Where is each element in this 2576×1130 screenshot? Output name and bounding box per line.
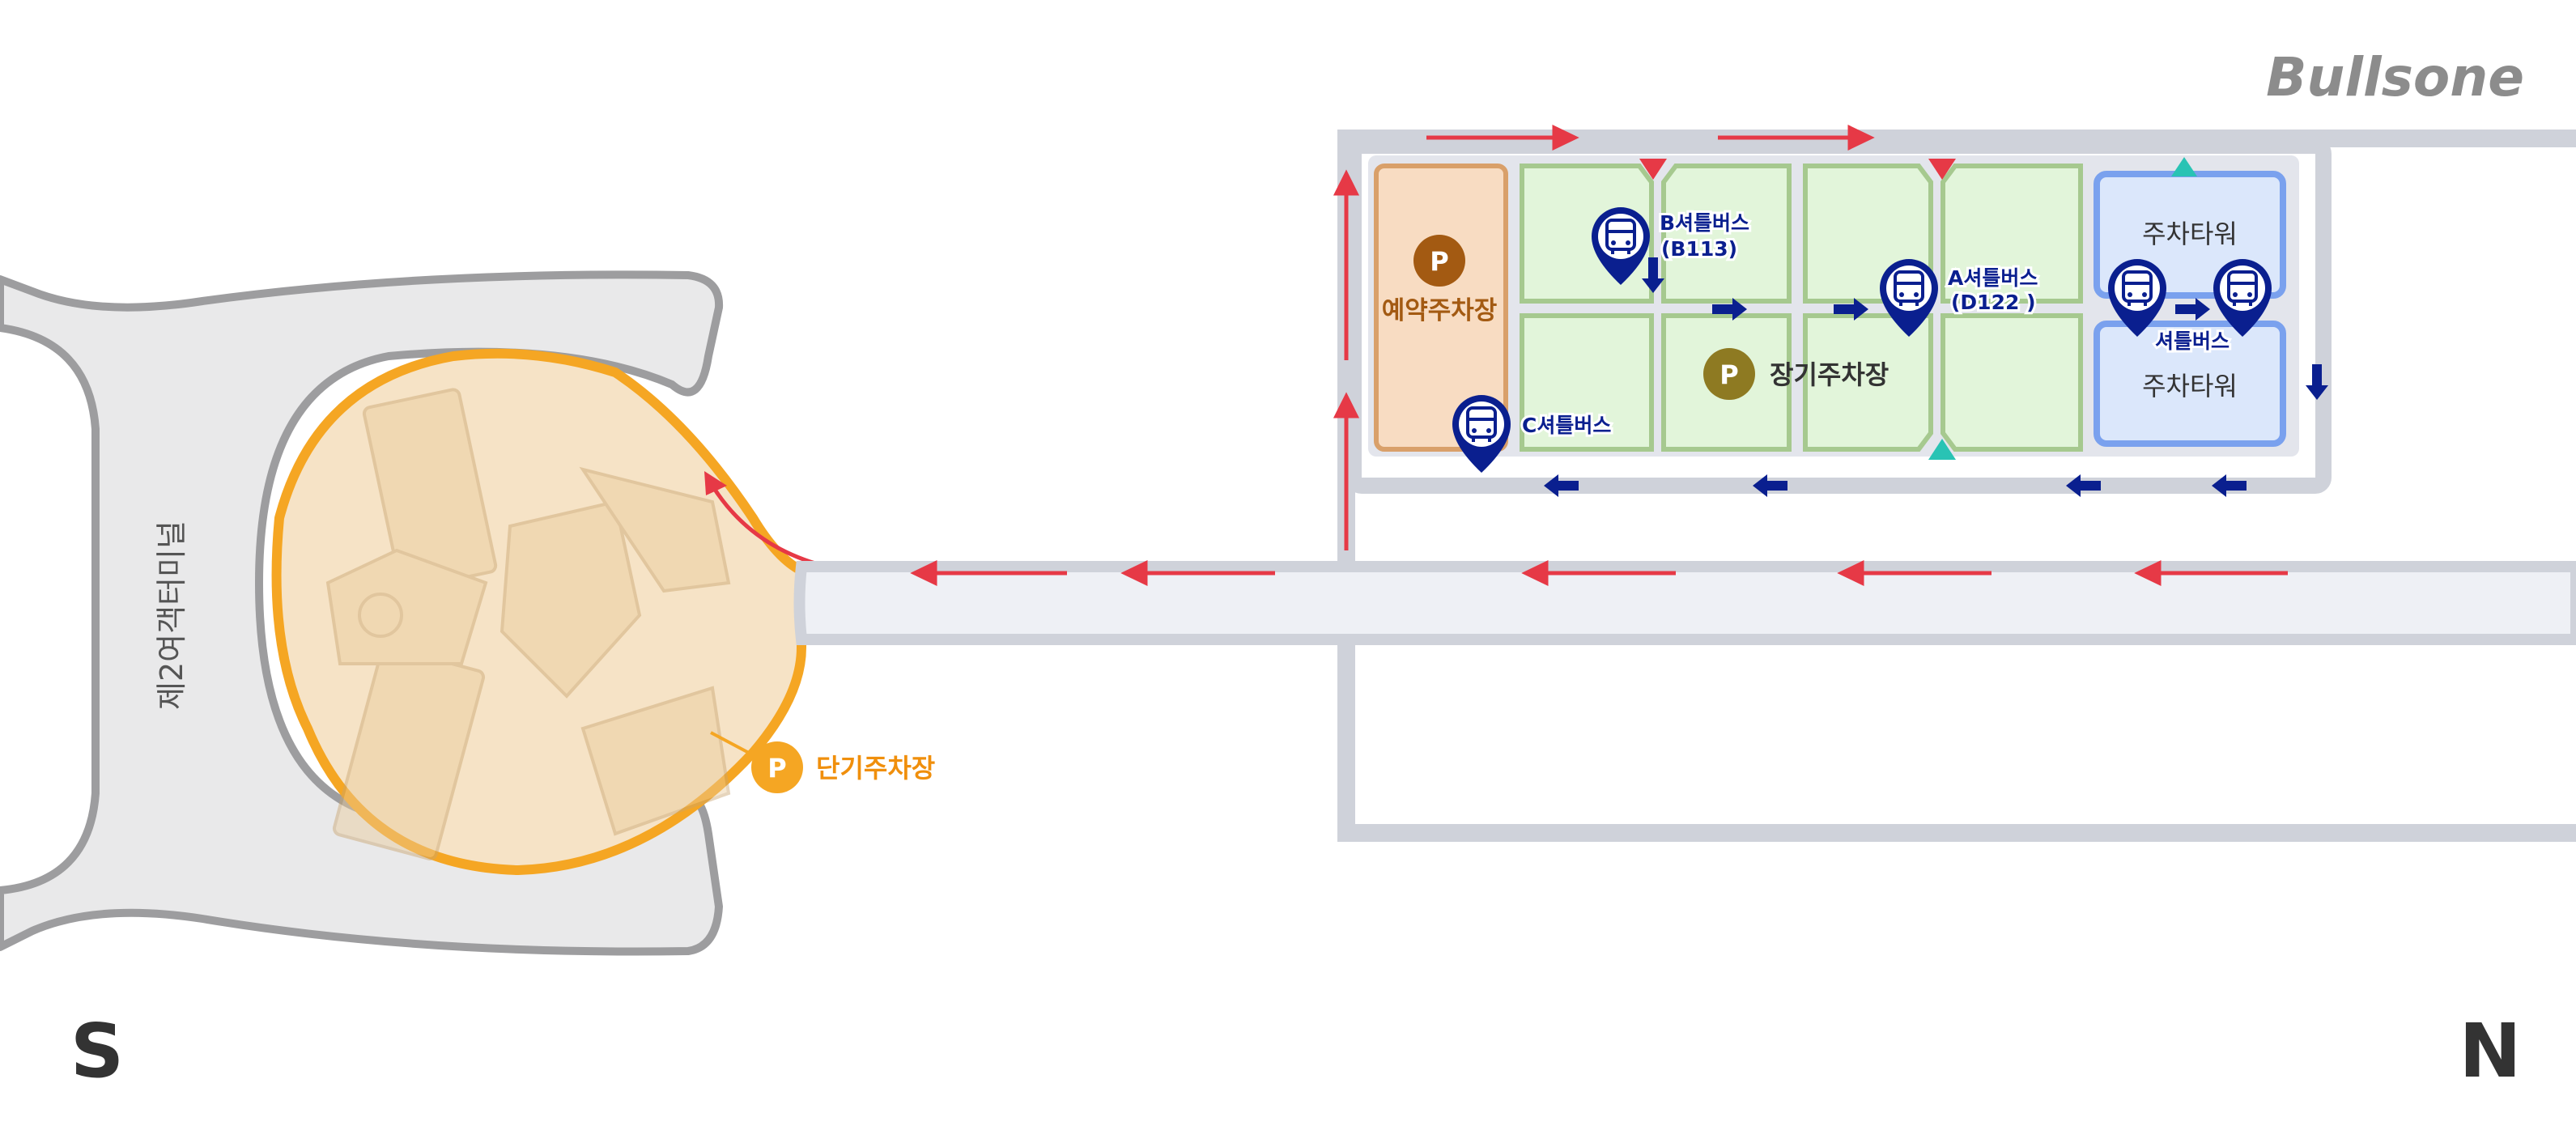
shuttle-a-label-line2: (D122 ) — [1951, 291, 2036, 314]
reserved-marker: P — [1430, 246, 1448, 277]
short-term-parking-area[interactable] — [277, 354, 801, 870]
parking-tower-bottom-label: 주차타워 — [2142, 371, 2238, 401]
shuttle-a-label-line1: A셔틀버스 — [1948, 266, 2038, 290]
short-term-marker: P — [767, 753, 786, 784]
long-term-label: 장기주차장 — [1770, 359, 1889, 390]
brand-logo: Bullsone — [2266, 46, 2524, 108]
shuttle-tower-label: 셔틀버스 — [2155, 329, 2230, 353]
compass-north: N — [2459, 1008, 2522, 1094]
shuttle-b-label-line2: (B113) — [1661, 237, 1737, 261]
shuttle-b-label-line1: B셔틀버스 — [1660, 211, 1749, 235]
shuttle-c-label: C셔틀버스 — [1522, 414, 1611, 437]
long-term-marker: P — [1719, 359, 1738, 390]
parking-tower-top-label: 주차타워 — [2142, 219, 2238, 249]
main-road — [800, 567, 2576, 639]
short-term-label: 단기주차장 — [816, 753, 935, 784]
compass-south: S — [70, 1008, 124, 1094]
reserved-label: 예약주차장 — [1382, 296, 1498, 325]
terminal-label: 제2여객터미널 — [154, 520, 189, 710]
